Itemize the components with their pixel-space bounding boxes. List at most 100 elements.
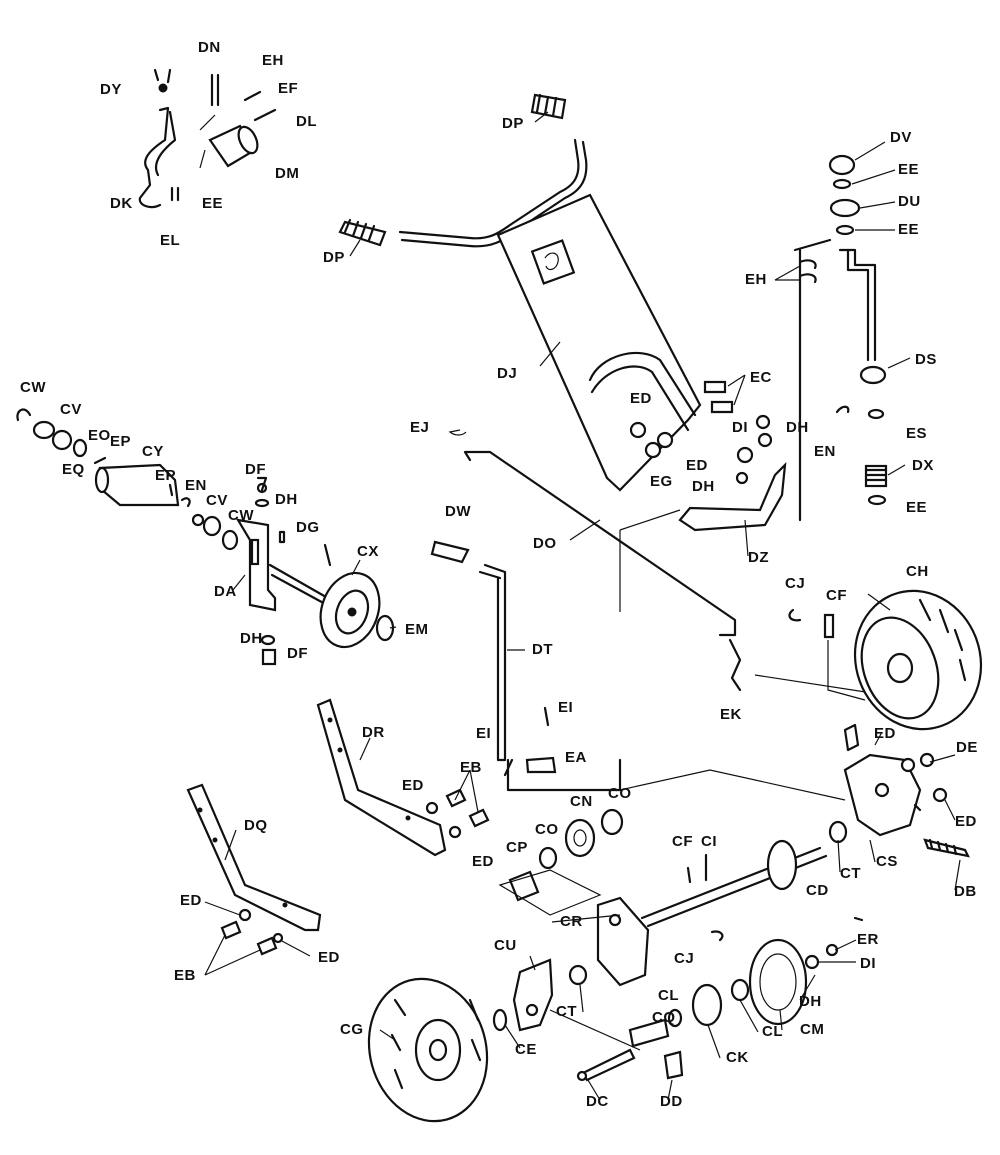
label-dn: DN <box>198 39 221 56</box>
label-ed-2: ED <box>686 457 708 474</box>
label-ei-1: EI <box>558 699 573 716</box>
label-cr: CR <box>560 913 583 930</box>
label-de: DE <box>956 739 978 756</box>
label-eh-2: EH <box>745 271 767 288</box>
label-dy: DY <box>100 81 122 98</box>
label-en-2: EN <box>185 477 207 494</box>
label-cm: CM <box>800 1021 824 1038</box>
label-dh-4: DH <box>240 630 263 647</box>
label-cn: CN <box>570 793 593 810</box>
part-labels: DN EH EF DY DL DM DK EE EL DP DP DJ DV E… <box>20 39 978 1110</box>
label-dh-1: DH <box>786 419 809 436</box>
label-cy: CY <box>142 443 164 460</box>
label-cp: CP <box>506 839 528 856</box>
left-pulley-assembly <box>16 408 395 666</box>
label-dv: DV <box>890 129 912 146</box>
label-dg: DG <box>296 519 320 536</box>
label-cv-1: CV <box>60 401 82 418</box>
label-ed-5: ED <box>955 813 977 830</box>
label-ct-2: CT <box>556 1003 577 1020</box>
bracket-fasteners <box>619 380 787 612</box>
label-ck: CK <box>726 1049 749 1066</box>
right-wheel-assembly <box>619 589 983 858</box>
control-lever-cluster <box>138 68 277 209</box>
label-ee-3: EE <box>898 221 919 238</box>
label-ee-1: EE <box>202 195 223 212</box>
label-cw-1: CW <box>20 379 46 396</box>
label-eo: EO <box>88 427 111 444</box>
label-dh-5: DH <box>799 993 822 1010</box>
label-cj-2: CJ <box>674 950 694 967</box>
label-co-2: CO <box>535 821 559 838</box>
label-ct-1: CT <box>840 865 861 882</box>
control-rod <box>448 429 742 692</box>
label-ei-2: EI <box>476 725 491 742</box>
right-shaft-assembly <box>793 154 888 522</box>
label-ej: EJ <box>410 419 429 436</box>
label-cf-1: CF <box>826 587 847 604</box>
label-cg: CG <box>340 1021 364 1038</box>
side-brackets <box>186 698 490 956</box>
label-dr: DR <box>362 724 385 741</box>
label-dz: DZ <box>748 549 769 566</box>
label-ce: CE <box>515 1041 537 1058</box>
label-dl: DL <box>296 113 317 130</box>
label-dk: DK <box>110 195 133 212</box>
label-eg: EG <box>650 473 673 490</box>
lever-rod <box>430 540 622 792</box>
label-ed-8: ED <box>318 949 340 966</box>
label-ed-4: ED <box>874 725 896 742</box>
label-dj: DJ <box>497 365 517 382</box>
label-dh-2: DH <box>692 478 715 495</box>
label-ci: CI <box>701 833 717 850</box>
label-cf-2: CF <box>672 833 693 850</box>
label-cx: CX <box>357 543 379 560</box>
label-ea: EA <box>565 749 587 766</box>
label-cv-2: CV <box>206 492 228 509</box>
label-df-2: DF <box>287 645 308 662</box>
label-eb-2: EB <box>174 967 196 984</box>
label-dc: DC <box>586 1093 609 1110</box>
label-eb-1: EB <box>460 759 482 776</box>
label-ed-7: ED <box>180 892 202 909</box>
label-ds: DS <box>915 351 937 368</box>
label-db: DB <box>954 883 977 900</box>
label-em: EM <box>405 621 429 638</box>
label-eq: EQ <box>62 461 85 478</box>
label-ed-6: ED <box>472 853 494 870</box>
label-ep-1: EP <box>110 433 131 450</box>
label-dm: DM <box>275 165 299 182</box>
label-dp-top: DP <box>502 115 524 132</box>
label-en-1: EN <box>814 443 836 460</box>
label-di-2: DI <box>860 955 876 972</box>
label-eh: EH <box>262 52 284 69</box>
bottom-wheel-assembly <box>367 896 864 1123</box>
label-ep-2: EP <box>155 467 176 484</box>
leader-lines <box>204 111 961 1101</box>
label-dq: DQ <box>244 817 268 834</box>
label-ed-3: ED <box>402 777 424 794</box>
gear-train <box>498 808 848 928</box>
label-dp-left: DP <box>323 249 345 266</box>
label-cw-2: CW <box>228 507 254 524</box>
label-cl-1: CL <box>658 987 679 1004</box>
label-el: EL <box>160 232 180 249</box>
handle-assembly <box>338 93 702 492</box>
label-cj-1: CJ <box>785 575 805 592</box>
label-dh-3: DH <box>275 491 298 508</box>
label-ee-4: EE <box>906 499 927 516</box>
label-dt: DT <box>532 641 553 658</box>
label-dw: DW <box>445 503 471 520</box>
label-da: DA <box>214 583 237 600</box>
label-cq: CQ <box>652 1009 676 1026</box>
label-ed-1: ED <box>630 390 652 407</box>
label-ch: CH <box>906 563 929 580</box>
label-dd: DD <box>660 1093 683 1110</box>
label-do: DO <box>533 535 557 552</box>
label-di-1: DI <box>732 419 748 436</box>
label-ee-2: EE <box>898 161 919 178</box>
label-cd: CD <box>806 882 829 899</box>
label-cs: CS <box>876 853 898 870</box>
label-du: DU <box>898 193 921 210</box>
